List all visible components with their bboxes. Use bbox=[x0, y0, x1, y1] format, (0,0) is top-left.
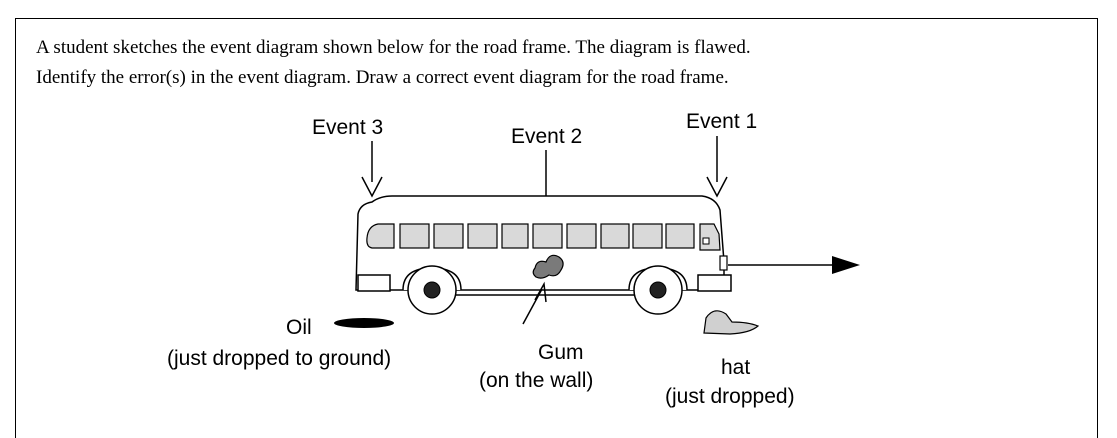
oil-puddle bbox=[334, 318, 394, 328]
bus-window bbox=[632, 223, 663, 249]
event-1-arrow bbox=[706, 136, 728, 198]
event-1-label: Event 1 bbox=[686, 110, 757, 133]
event-3-label: Event 3 bbox=[312, 116, 383, 139]
oil-label: Oil bbox=[286, 316, 312, 339]
front-wheel bbox=[633, 265, 683, 315]
bus-window-rear bbox=[366, 223, 395, 249]
bus-window bbox=[566, 223, 597, 249]
hat-icon bbox=[703, 310, 760, 335]
bus-window bbox=[600, 223, 630, 249]
gum-note: (on the wall) bbox=[479, 369, 593, 392]
gum-blob bbox=[532, 254, 564, 279]
bus-headlight bbox=[719, 255, 728, 271]
bus-window bbox=[532, 223, 563, 249]
hat-note: (just dropped) bbox=[665, 385, 795, 408]
prompt-line-1: A student sketches the event diagram sho… bbox=[36, 37, 751, 58]
rear-bumper bbox=[357, 274, 391, 292]
event-3-arrow bbox=[361, 141, 383, 198]
gum-arrow bbox=[522, 281, 547, 325]
event-2-label: Event 2 bbox=[511, 125, 582, 148]
question-prompt: A student sketches the event diagram sho… bbox=[36, 33, 1096, 93]
velocity-arrow bbox=[728, 256, 860, 274]
bus-window bbox=[399, 223, 430, 249]
front-bumper bbox=[697, 274, 732, 292]
bus-window bbox=[501, 223, 529, 249]
bus-window bbox=[433, 223, 464, 249]
question-frame bbox=[15, 18, 1098, 438]
rear-wheel bbox=[407, 265, 457, 315]
mirror bbox=[702, 237, 710, 245]
gum-label: Gum bbox=[538, 341, 584, 364]
event-diagram: Event 3 Event 2 Event 1 bbox=[167, 110, 860, 408]
oil-note: (just dropped to ground) bbox=[167, 347, 391, 370]
hat-label: hat bbox=[721, 356, 750, 379]
prompt-line-2: Identify the error(s) in the event diagr… bbox=[36, 67, 729, 88]
bus bbox=[355, 195, 732, 315]
bus-window bbox=[467, 223, 498, 249]
bus-window bbox=[665, 223, 695, 249]
